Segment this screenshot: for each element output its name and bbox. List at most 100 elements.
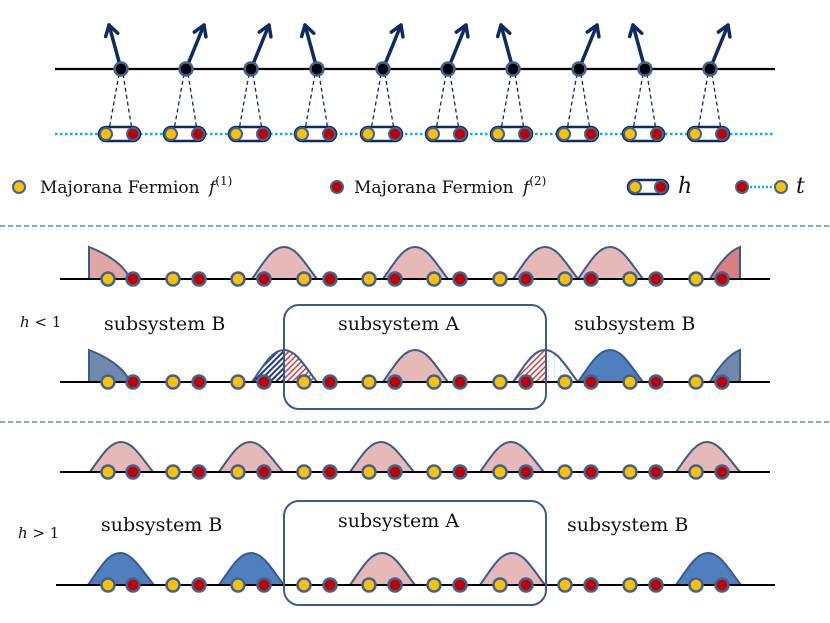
h-bond-capsule xyxy=(97,125,142,143)
bump xyxy=(511,245,581,280)
majorana-f1 xyxy=(361,374,377,390)
majorana-f2 xyxy=(191,127,205,141)
spin-arrow-icon xyxy=(577,23,601,71)
majorana-f1 xyxy=(622,271,638,287)
majorana-f1 xyxy=(165,374,181,390)
majorana-f1 xyxy=(230,374,246,390)
spin-site xyxy=(162,23,208,143)
projection-line xyxy=(318,73,329,131)
majorana-f1 xyxy=(492,464,508,480)
red-dot-icon xyxy=(330,180,344,194)
bump-b xyxy=(217,551,287,586)
majorana-f1 xyxy=(100,464,116,480)
majorana-f1 xyxy=(492,374,508,390)
subsystem-b-left-label: subsystem B xyxy=(104,313,225,335)
majorana-f2 xyxy=(583,271,599,287)
majorana-f2 xyxy=(648,577,664,593)
bump-split-a-part-right xyxy=(513,350,545,382)
h-bond-capsule-icon xyxy=(626,178,670,196)
majorana-f1 xyxy=(622,577,638,593)
subsystem-b-right-label-2: subsystem B xyxy=(567,514,688,536)
majorana-f1 xyxy=(557,374,573,390)
legend-item-h: h xyxy=(626,174,692,199)
projection-line xyxy=(173,73,185,131)
subsystem-a-label-2: subsystem A xyxy=(338,510,459,532)
majorana-f1 xyxy=(296,374,312,390)
majorana-f2 xyxy=(387,464,403,480)
spin-site xyxy=(424,23,470,143)
legend: Majorana Fermion f(1) Majorana Fermion f… xyxy=(12,174,805,199)
majorana-f2 xyxy=(584,127,598,141)
majorana-f1 xyxy=(165,464,181,480)
bump xyxy=(88,440,156,473)
majorana-f2 xyxy=(714,464,730,480)
spin-site xyxy=(489,23,534,143)
majorana-f1 xyxy=(491,127,505,141)
majorana-f2 xyxy=(583,577,599,593)
majorana-f2 xyxy=(387,577,403,593)
spin-arrow-icon xyxy=(708,23,732,71)
regime-label-h-less-1: h < 1 xyxy=(20,313,61,331)
row3-wavefunctions xyxy=(88,440,743,473)
majorana-f1 xyxy=(688,127,702,141)
majorana-f1 xyxy=(165,271,181,287)
majorana-f1 xyxy=(295,127,309,141)
yellow-dot-icon xyxy=(12,180,26,194)
legend-f1-label: Majorana Fermion xyxy=(40,178,205,198)
majorana-f1 xyxy=(622,464,638,480)
spin-node xyxy=(505,61,521,77)
majorana-f1 xyxy=(100,374,116,390)
row-4-majoranas xyxy=(100,577,730,593)
majorana-f1 xyxy=(296,577,312,593)
majorana-f1 xyxy=(361,464,377,480)
bump xyxy=(576,245,646,280)
row1-wavefunctions xyxy=(88,245,741,280)
majorana-f2 xyxy=(518,374,534,390)
legend-t-label: t xyxy=(796,174,805,199)
projection-line xyxy=(449,73,460,131)
subsystem-a-box-2 xyxy=(283,500,547,606)
majorana-f2 xyxy=(191,271,207,287)
majorana-f2 xyxy=(191,464,207,480)
projection-line xyxy=(122,73,133,131)
projection-line xyxy=(711,73,722,131)
majorana-f2 xyxy=(256,374,272,390)
majorana-f2 xyxy=(191,374,207,390)
bump xyxy=(478,440,547,473)
h-bond-capsule xyxy=(555,125,600,143)
majorana-f1 xyxy=(230,271,246,287)
regime-label-h-greater-1: h > 1 xyxy=(18,524,59,542)
spin-site xyxy=(359,23,405,143)
spin-site xyxy=(555,23,601,143)
majorana-f2 xyxy=(518,577,534,593)
projection-line xyxy=(566,73,578,131)
projection-line xyxy=(304,73,316,131)
majorana-f1 xyxy=(557,464,573,480)
legend-item-f2: Majorana Fermion f(2) xyxy=(330,174,546,198)
majorana-f1 xyxy=(296,464,312,480)
edge-mode-right xyxy=(708,245,741,280)
majorana-f2 xyxy=(518,464,534,480)
spin-node xyxy=(375,61,391,77)
majorana-f1 xyxy=(100,577,116,593)
majorana-f2 xyxy=(322,374,338,390)
majorana-f2 xyxy=(125,577,141,593)
bump-a xyxy=(478,551,548,586)
majorana-f2 xyxy=(452,271,468,287)
majorana-f2 xyxy=(125,271,141,287)
edge-mode-right-b xyxy=(708,348,741,383)
majorana-f1 xyxy=(557,577,573,593)
majorana-f2 xyxy=(648,374,664,390)
majorana-f1 xyxy=(361,271,377,287)
h-bond-capsule xyxy=(293,125,338,143)
spin-arrow-icon xyxy=(184,23,208,71)
majorana-f1 xyxy=(426,577,442,593)
h-bond-capsule xyxy=(227,125,272,143)
majorana-f2 xyxy=(715,127,729,141)
majorana-f2 xyxy=(256,127,270,141)
bump-a xyxy=(381,348,451,383)
majorana-f2 xyxy=(322,127,336,141)
majorana-f2 xyxy=(518,271,534,287)
majorana-f1 xyxy=(688,464,704,480)
majorana-f1 xyxy=(361,577,377,593)
